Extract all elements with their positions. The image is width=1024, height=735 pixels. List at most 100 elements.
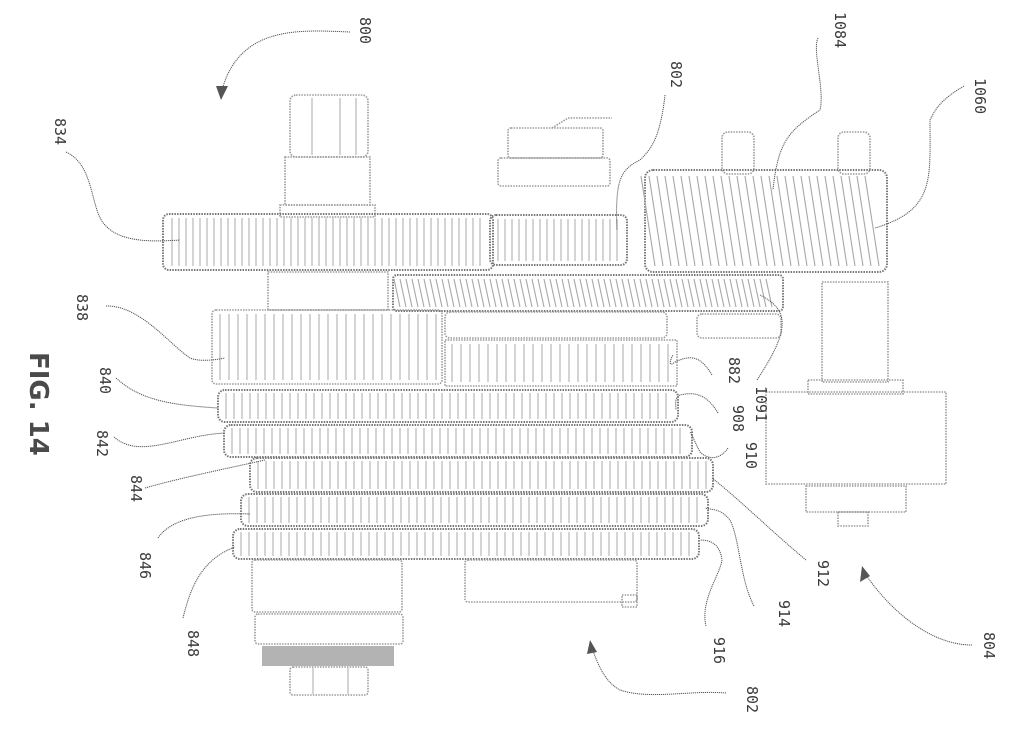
gear-1091-tooth [483,278,491,308]
shift-rail-stub [696,313,782,339]
gear-1091-tooth [471,278,479,308]
gear-846-914 [240,493,709,527]
gear-1091-tooth [657,278,665,308]
gear-1091-tooth [435,278,443,308]
gear-1084-tooth [760,175,776,267]
gear-1084-tooth [728,175,744,267]
gear-1084-tooth [808,175,824,267]
label-912: 912 [814,560,832,587]
arrowhead-802-lower [587,640,597,654]
arrow-800 [221,30,351,91]
gear-1091-tooth [765,278,773,308]
gear-1084-tooth [744,175,760,267]
gear-1091-tooth [459,278,467,308]
label-910: 910 [742,442,760,469]
gear-1091-tooth [729,278,737,308]
leader-1084 [772,37,822,191]
gear-1084-tooth [704,175,720,267]
input-shaft-stub [279,94,376,218]
gear-1091-tooth [759,278,767,308]
leader-844 [144,459,266,489]
arrowhead-800 [216,86,228,100]
leader-848 [182,546,236,619]
gear-1084-tooth [688,175,704,267]
gear-840-908-body [217,389,679,423]
leader-908 [675,393,719,414]
gear-844-912-body [249,457,714,493]
gear-1091-tooth [663,278,671,308]
gear-1091-tooth [429,278,437,308]
gear-1091-tooth [561,278,569,308]
label-916: 916 [710,637,728,664]
gear-1091-tooth [495,278,503,308]
gear-1084-tooth [824,175,840,267]
reference-labels: 800 834 802 1084 1060 838 840 842 844 84… [51,12,998,713]
leader-lines [65,30,973,696]
leader-834 [65,151,181,242]
gear-1084-tooth [816,175,832,267]
leader-912 [711,477,807,561]
gear-1091-tooth [513,278,521,308]
gear-1091-tooth [537,278,545,308]
gear-1091-tooth [681,278,689,308]
gear-1091-tooth [567,278,575,308]
gear-1084-tooth [656,175,672,267]
gear-838 [211,309,443,385]
leader-838 [105,305,226,361]
gear-882 [444,339,678,387]
gear-834 [162,213,494,271]
leader-846 [157,513,251,539]
gear-1091-tooth [699,278,707,308]
gear-1091-tooth [705,278,713,308]
gear-1091-tooth [411,278,419,308]
gear-1084-tooth [640,175,656,267]
gear-1091-tooth [501,278,509,308]
gear-stack [217,389,714,560]
gear-1084-tooth [672,175,688,267]
gear-1091-tooth [405,278,413,308]
gear-1091-tooth [639,278,647,308]
gear-1091-tooth [747,278,755,308]
gear-1091-tooth [477,278,485,308]
gear-1091-tooth [675,278,683,308]
gear-1091-tooth [489,278,497,308]
leader-1091 [756,294,783,381]
gear-1091-tooth [693,278,701,308]
gear-1091-tooth [669,278,677,308]
gear-1091-tooth [603,278,611,308]
gear-1091-tooth [597,278,605,308]
gear-1084-tooth [720,175,736,267]
gear-1091-tooth [555,278,563,308]
label-882: 882 [725,357,743,384]
gear-844-912 [249,457,714,493]
gear-842-910-body [223,424,693,458]
gear-1084-tooth [768,175,784,267]
gear-1091-tooth [417,278,425,308]
label-804: 804 [980,632,998,659]
gear-1091-tooth [393,278,401,308]
gear-1084-tooth [848,175,864,267]
gear-1091-tooth [525,278,533,308]
label-800: 800 [356,17,374,44]
gear-846-914-body [240,493,709,527]
gear-1084-tooth [784,175,800,267]
gear-848-916-body [232,528,700,560]
gear-1091-tooth [627,278,635,308]
leader-1060 [874,85,965,229]
gear-1091-tooth [399,278,407,308]
label-848: 848 [184,630,202,657]
leader-916 [699,539,723,627]
gear-1091-tooth [585,278,593,308]
gear-1084-tooth [840,175,856,267]
gear-840-908 [217,389,679,423]
gear-1091-tooth [723,278,731,308]
gear-1084-tooth [800,175,816,267]
gear-1091-tooth [753,278,761,308]
lower-housing [464,559,638,608]
figure-title: FIG. 14 [23,352,53,456]
arrow-804 [865,574,973,646]
gear-1084-tooth [856,175,872,267]
gear-1091-tooth [441,278,449,308]
leader-910 [689,431,729,458]
